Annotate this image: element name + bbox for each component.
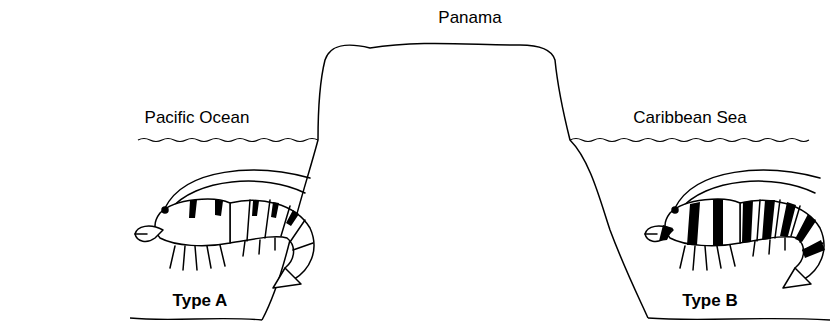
shrimp-type-b (645, 170, 825, 288)
sea-name: Pacific Ocean (145, 108, 250, 128)
sea-name: Caribbean Sea (633, 108, 746, 128)
sea-floor (648, 318, 830, 320)
shrimp-type-a (135, 170, 314, 288)
water-surface (138, 139, 318, 142)
region-name: Panama (438, 8, 501, 28)
water-surface (570, 139, 809, 142)
type-label: Type A (173, 291, 228, 311)
isthmus-outline (262, 43, 648, 320)
sea-floor (130, 318, 262, 320)
type-label: Type B (682, 291, 737, 311)
